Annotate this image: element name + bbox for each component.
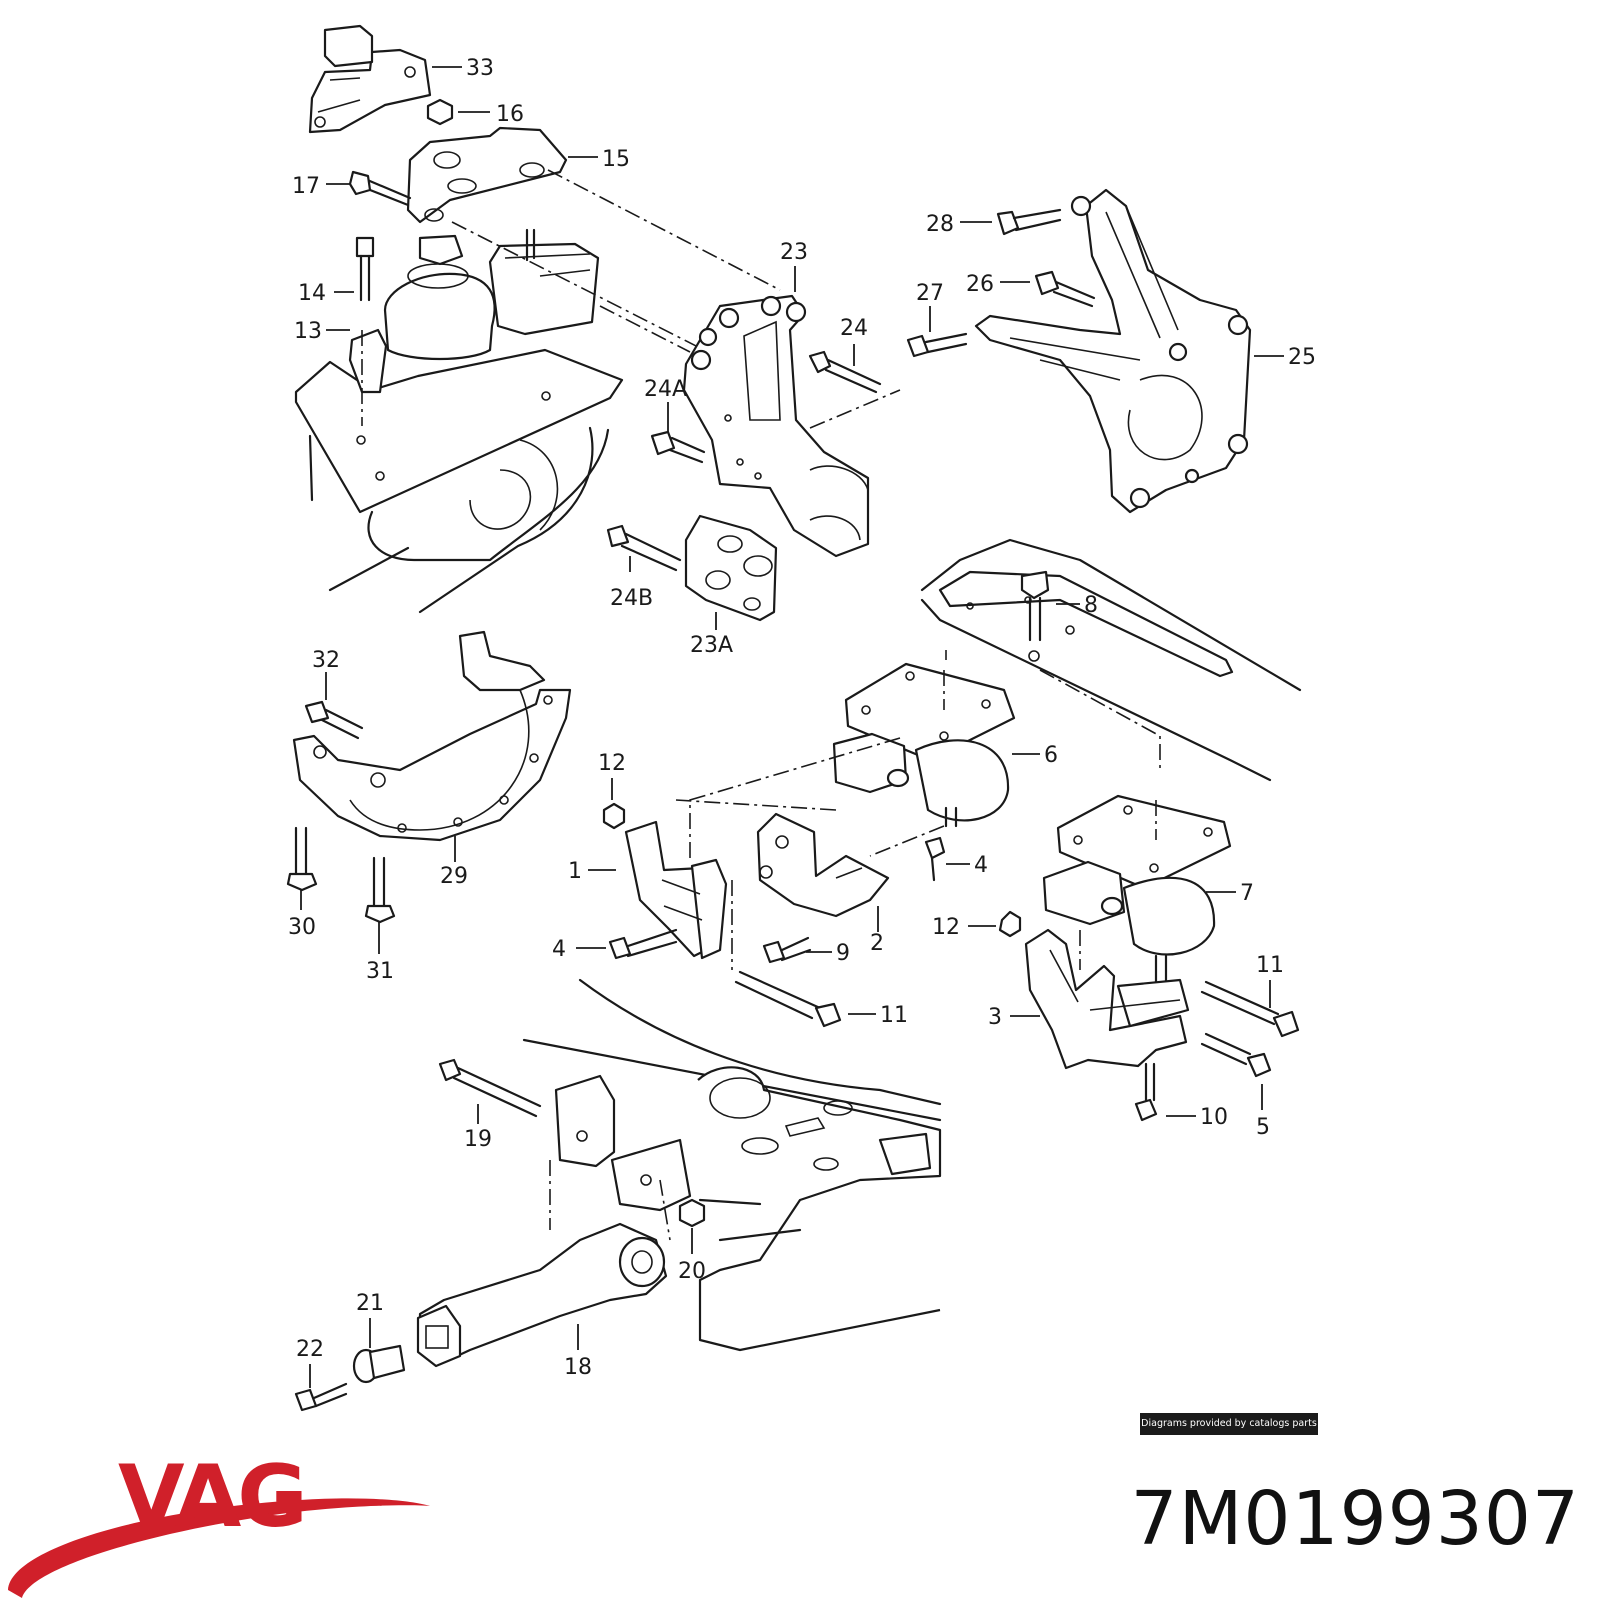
- logo-text: VAG: [118, 1447, 304, 1547]
- callout-16: 16: [496, 102, 524, 127]
- engine-mount-7: [1042, 794, 1232, 988]
- callout-11-left: 11: [880, 1003, 908, 1028]
- bracket-1-2: [602, 802, 946, 1028]
- callout-2: 2: [870, 931, 884, 956]
- part-number: 7M0199307: [1130, 1476, 1580, 1562]
- callout-24a: 24A: [644, 377, 687, 402]
- callout-7: 7: [1240, 881, 1254, 906]
- callout-21: 21: [356, 1291, 384, 1316]
- callout-23a: 23A: [690, 633, 733, 658]
- callout-19: 19: [464, 1127, 492, 1152]
- callout-6: 6: [1044, 743, 1058, 768]
- callout-1: 1: [568, 859, 582, 884]
- callout-31: 31: [366, 959, 394, 984]
- callout-28: 28: [926, 212, 954, 237]
- bracket-25: [906, 188, 1252, 514]
- callout-3: 3: [988, 1005, 1002, 1030]
- callout-5: 5: [1256, 1115, 1270, 1140]
- callout-12-right: 12: [932, 915, 960, 940]
- callout-24b: 24B: [610, 586, 653, 611]
- callout-25: 25: [1288, 345, 1316, 370]
- vag-logo: VAG: [8, 1447, 430, 1598]
- bracket-23: [606, 294, 901, 622]
- callout-13: 13: [294, 319, 322, 344]
- callout-26: 26: [966, 272, 994, 297]
- engine-mount-upper-left: [294, 24, 781, 614]
- callout-10: 10: [1200, 1105, 1228, 1130]
- logo-swoosh: [8, 1498, 430, 1598]
- bracket-3: [998, 910, 1300, 1122]
- subframe-lower: [294, 978, 942, 1412]
- callout-8: 8: [1084, 593, 1098, 618]
- callout-20: 20: [678, 1259, 706, 1284]
- guard-29: [286, 630, 572, 924]
- callout-22: 22: [296, 1337, 324, 1362]
- callout-4-right: 4: [974, 853, 988, 878]
- callout-15: 15: [602, 147, 630, 172]
- callout-9: 9: [836, 941, 850, 966]
- callout-33: 33: [466, 56, 494, 81]
- callout-27: 27: [916, 281, 944, 306]
- callout-11-right: 11: [1256, 953, 1284, 978]
- callout-14: 14: [298, 281, 326, 306]
- subframe-upper-right: [920, 538, 1302, 782]
- callout-29: 29: [440, 864, 468, 889]
- callout-32: 32: [312, 648, 340, 673]
- diagram-credit: Diagrams provided by catalogs parts: [1140, 1413, 1318, 1435]
- callout-24: 24: [840, 316, 868, 341]
- engine-mount-6: [675, 662, 1016, 860]
- callout-30: 30: [288, 915, 316, 940]
- callout-12-left: 12: [598, 751, 626, 776]
- callout-17: 17: [292, 174, 320, 199]
- callout-18: 18: [564, 1355, 592, 1380]
- leader-lines: [300, 66, 1284, 1388]
- callout-4-left: 4: [552, 937, 566, 962]
- callout-23: 23: [780, 240, 808, 265]
- callout-labels: 33 16 15 17 14 13 23 24 24A 24B 23A 28 2…: [288, 56, 1316, 1380]
